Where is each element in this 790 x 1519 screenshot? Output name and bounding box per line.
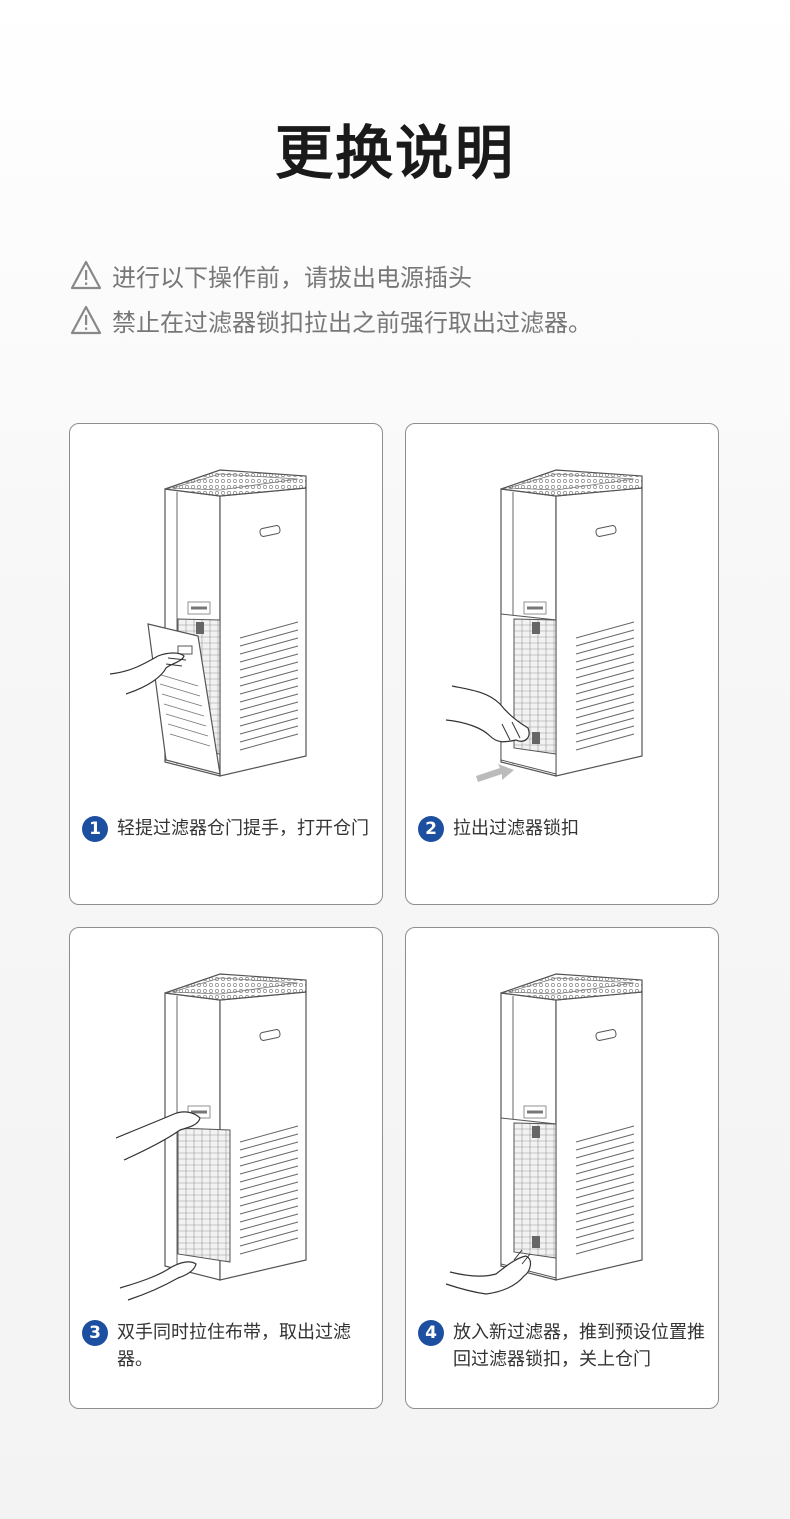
step-number-badge: 3 [82,1320,108,1346]
warning-line-2: 禁止在过滤器锁扣拉出之前强行取出过滤器。 [70,303,592,337]
step-caption-3: 3 双手同时拉住布带，取出过滤器。 [82,1320,372,1373]
step-text: 双手同时拉住布带，取出过滤器。 [117,1319,372,1373]
step-2-illustration [406,424,720,804]
step-caption-2: 2 拉出过滤器锁扣 [418,816,708,842]
step-card-1: 1 轻提过滤器仓门提手，打开仓门 [69,423,383,905]
step-caption-1: 1 轻提过滤器仓门提手，打开仓门 [82,816,372,842]
step-number-badge: 1 [82,816,108,842]
warning-text: 禁止在过滤器锁扣拉出之前强行取出过滤器。 [112,303,592,338]
step-text: 轻提过滤器仓门提手，打开仓门 [117,815,369,842]
step-card-3: 3 双手同时拉住布带，取出过滤器。 [69,927,383,1409]
warning-icon [70,260,102,290]
step-3-illustration [70,928,384,1308]
page-title: 更换说明 [0,118,790,188]
step-caption-4: 4 放入新过滤器，推到预设位置推回过滤器锁扣，关上仓门 [418,1320,708,1373]
step-card-4: 4 放入新过滤器，推到预设位置推回过滤器锁扣，关上仓门 [405,927,719,1409]
warning-line-1: 进行以下操作前，请拔出电源插头 [70,258,472,292]
step-card-2: 2 拉出过滤器锁扣 [405,423,719,905]
step-number-badge: 2 [418,816,444,842]
warning-text: 进行以下操作前，请拔出电源插头 [112,258,472,293]
warning-icon [70,305,102,335]
step-number-badge: 4 [418,1320,444,1346]
step-text: 拉出过滤器锁扣 [453,815,579,842]
step-4-illustration [406,928,720,1308]
step-1-illustration [70,424,384,804]
step-text: 放入新过滤器，推到预设位置推回过滤器锁扣，关上仓门 [453,1319,708,1373]
